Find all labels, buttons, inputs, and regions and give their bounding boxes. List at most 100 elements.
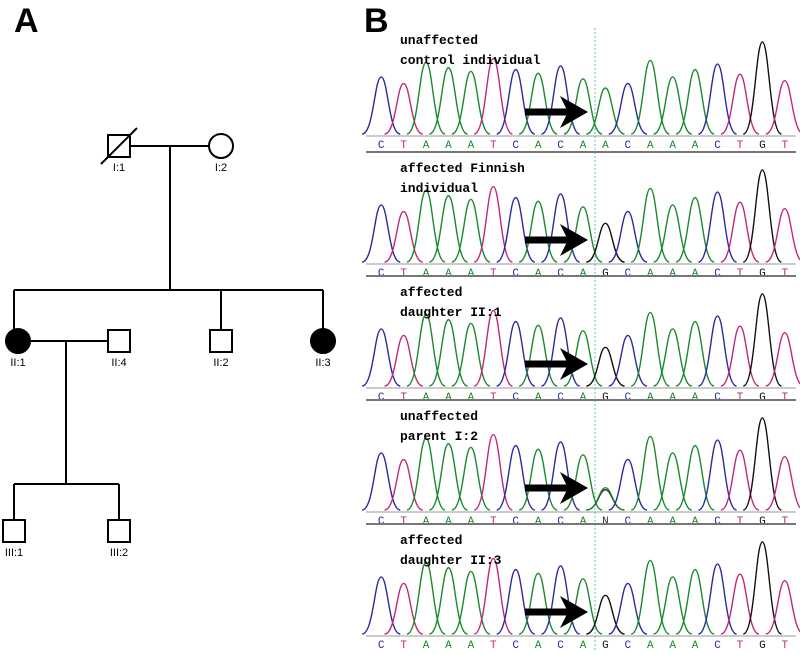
chromatogram-label: unaffected [400,409,478,424]
sequence-base: T [737,640,744,652]
trace-peak [675,444,715,511]
sequence-base: A [535,640,542,652]
trace-peak [563,578,603,635]
individual-id-III:2: III:2 [110,547,128,559]
trace-peak [742,293,782,387]
sequence-base: T [490,516,497,528]
trace-peak [563,454,603,511]
male-symbol-II:4 [107,329,131,353]
sequence-base: A [468,268,475,280]
sequence-base: A [535,392,542,404]
sequence-base: T [737,516,744,528]
trace-peak [630,559,670,635]
trace-peak [541,317,580,387]
sequence-base: A [468,516,475,528]
trace-peak [765,331,800,387]
sequence-base: G [759,640,766,652]
trace-peak [586,222,625,263]
trace-peak [765,207,800,263]
deceased-slash-I:1 [100,127,138,165]
trace-peak [765,579,800,635]
sequence-base: C [625,140,632,152]
trace-peak [630,59,670,135]
female-symbol-II:1 [5,328,31,354]
sequence-base: A [669,268,676,280]
trace-peak [608,334,648,387]
trace-peak [429,195,468,263]
trace-peak [698,63,737,135]
sequence-base: G [759,392,766,404]
sequence-base: T [400,516,407,528]
panel-label-b: B [364,2,389,40]
variant-arrow-head [560,596,588,628]
trace-peak [563,330,603,387]
sequence-base: A [423,392,430,404]
trace-peak [429,67,468,135]
trace-peak [541,441,580,511]
sequence-base: A [647,268,654,280]
trace-peak [361,76,401,135]
chromatogram-label: affected Finnish [400,161,525,176]
sequence-base: T [400,268,407,280]
male-symbol-III:2 [107,519,131,543]
trace-peak [429,567,468,635]
trace-peak [608,458,648,511]
trace-peak [518,72,558,135]
trace-peak [720,325,760,387]
trace-peak [765,79,800,135]
sequence-base: T [400,140,407,152]
sequence-base: C [512,140,519,152]
sequence-base: A [669,140,676,152]
trace-peak [698,315,737,387]
sequence-base: C [714,392,721,404]
trace-peak [563,206,603,263]
trace-peak [361,576,401,635]
sequence-base: C [378,268,385,280]
sequence-base: C [557,140,564,152]
chromatogram-label: control individual [400,53,541,68]
trace-peak [698,563,737,635]
trace-peak [473,57,513,135]
sequence-base: A [580,268,587,280]
trace-peak [675,320,715,387]
male-symbol-II:2 [209,329,233,353]
sequence-base: C [378,140,385,152]
chromatogram-label: affected [400,285,462,300]
trace-peak [473,557,513,635]
trace-peak [720,573,760,635]
trace-peak [720,201,760,263]
sequence-base: A [669,516,676,528]
sequence-base: A [602,140,609,152]
sequence-base: C [557,516,564,528]
sequence-base: T [400,640,407,652]
sequence-base: A [580,140,587,152]
sequence-base: T [781,392,788,404]
sequence-base: T [400,392,407,404]
trace-peak [720,449,760,511]
sequence-base: C [512,640,519,652]
trace-peak [698,439,737,511]
sequence-base: A [669,640,676,652]
individual-id-II:4: II:4 [111,357,126,369]
trace-peak [361,328,401,387]
trace-peak [675,68,715,135]
sequence-base: C [625,516,632,528]
individual-id-I:2: I:2 [215,162,227,174]
sequence-base: A [580,392,587,404]
sequence-base: T [490,268,497,280]
sequence-base: C [512,392,519,404]
sequence-base: C [625,268,632,280]
trace-peak [630,187,670,263]
male-symbol-III:1 [2,519,26,543]
sequence-base: A [580,516,587,528]
sequence-base: A [580,640,587,652]
chromatogram-label: affected [400,533,462,548]
variant-arrow-head [560,224,588,256]
chromatogram-label: unaffected [400,33,478,48]
trace-peak [406,189,446,263]
trace-peak [720,73,760,135]
